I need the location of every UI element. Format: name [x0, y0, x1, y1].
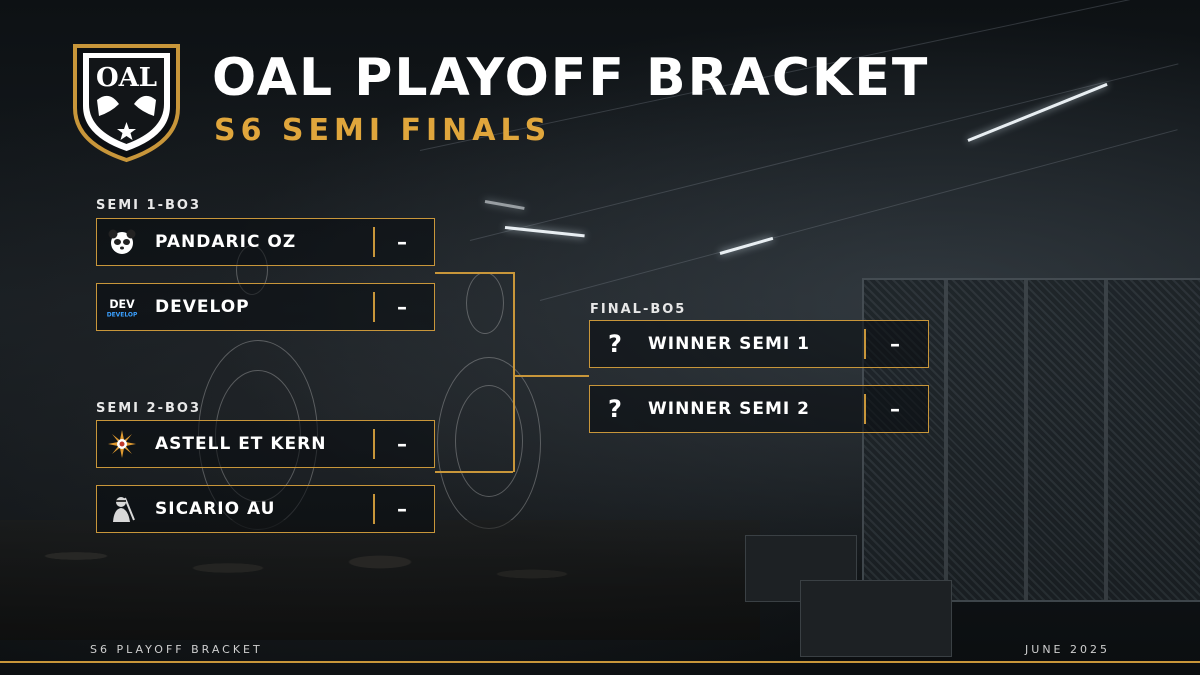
semi2-team1-row: ASTELL ET KERN – [96, 420, 435, 468]
team-score: – [387, 486, 417, 532]
ammo-crate [800, 580, 952, 657]
score-divider [373, 227, 375, 257]
bracket-connector [435, 471, 513, 473]
team-name: DEVELOP [155, 284, 250, 330]
soldier-icon [105, 494, 139, 524]
team-name: SICARIO AU [155, 486, 275, 532]
page-subtitle: S6 SEMI FINALS [214, 116, 551, 146]
sunburst-icon [105, 429, 139, 459]
ceiling-light [485, 200, 525, 210]
footer-right-text: JUNE 2025 [1025, 643, 1110, 656]
page-title: OAL PLAYOFF BRACKET [212, 52, 929, 104]
score-divider [373, 494, 375, 524]
score-divider [864, 394, 866, 424]
team-score: – [387, 284, 417, 330]
oal-shield-logo: OAL [69, 38, 184, 163]
ceiling-light [505, 226, 585, 237]
final-label: FINAL-BO5 [590, 302, 686, 317]
ceiling-light [967, 83, 1107, 142]
semi1-team1-row: PANDARIC OZ – [96, 218, 435, 266]
final-team1-row: ? WINNER SEMI 1 – [589, 320, 929, 368]
team-name: WINNER SEMI 2 [648, 386, 810, 432]
semi2-team2-row: SICARIO AU – [96, 485, 435, 533]
final-team2-row: ? WINNER SEMI 2 – [589, 385, 929, 433]
bracket-connector [513, 272, 515, 472]
team-score: – [387, 219, 417, 265]
score-divider [864, 329, 866, 359]
team-score: – [880, 386, 910, 432]
score-divider [373, 292, 375, 322]
develop-logo-text: DEV [109, 298, 135, 311]
team-score: – [880, 321, 910, 367]
score-divider [373, 429, 375, 459]
team-name: PANDARIC OZ [155, 219, 296, 265]
team-name: WINNER SEMI 1 [648, 321, 810, 367]
develop-logo-icon: DEV DEVELOP [105, 292, 139, 322]
semi2-label: SEMI 2-BO3 [96, 401, 201, 416]
sandbags [0, 520, 760, 640]
semi1-label: SEMI 1-BO3 [96, 198, 201, 213]
footer-accent-line [0, 661, 1200, 663]
question-mark: ? [608, 321, 622, 367]
team-name: ASTELL ET KERN [155, 421, 326, 467]
team-score: – [387, 421, 417, 467]
bracket-connector [513, 375, 589, 377]
logo-lettering: OAL [96, 63, 157, 93]
semi1-team2-row: DEV DEVELOP DEVELOP – [96, 283, 435, 331]
panda-icon [105, 227, 139, 257]
question-mark: ? [608, 386, 622, 432]
develop-logo-subtext: DEVELOP [107, 311, 138, 318]
ceiling-light [720, 237, 774, 255]
bracket-connector [435, 272, 513, 274]
footer-left-text: S6 PLAYOFF BRACKET [90, 643, 263, 656]
